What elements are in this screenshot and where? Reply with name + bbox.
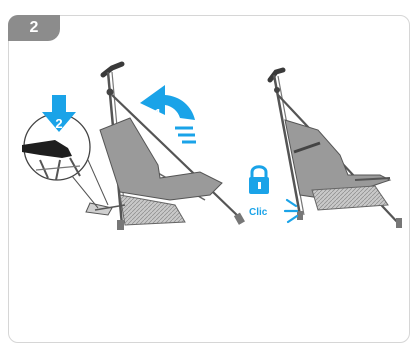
arrow-1-label: 1 bbox=[154, 106, 161, 121]
foot-detail-magnifier: 2 bbox=[22, 95, 108, 208]
padlock-icon bbox=[249, 167, 269, 194]
click-burst-icon bbox=[285, 200, 297, 222]
rotate-arrow-icon: 1 bbox=[140, 85, 196, 142]
left-stroller bbox=[86, 64, 245, 230]
click-sound-label: Clic bbox=[249, 207, 267, 218]
arrow-2-label: 2 bbox=[55, 116, 62, 131]
right-stroller bbox=[270, 70, 402, 228]
